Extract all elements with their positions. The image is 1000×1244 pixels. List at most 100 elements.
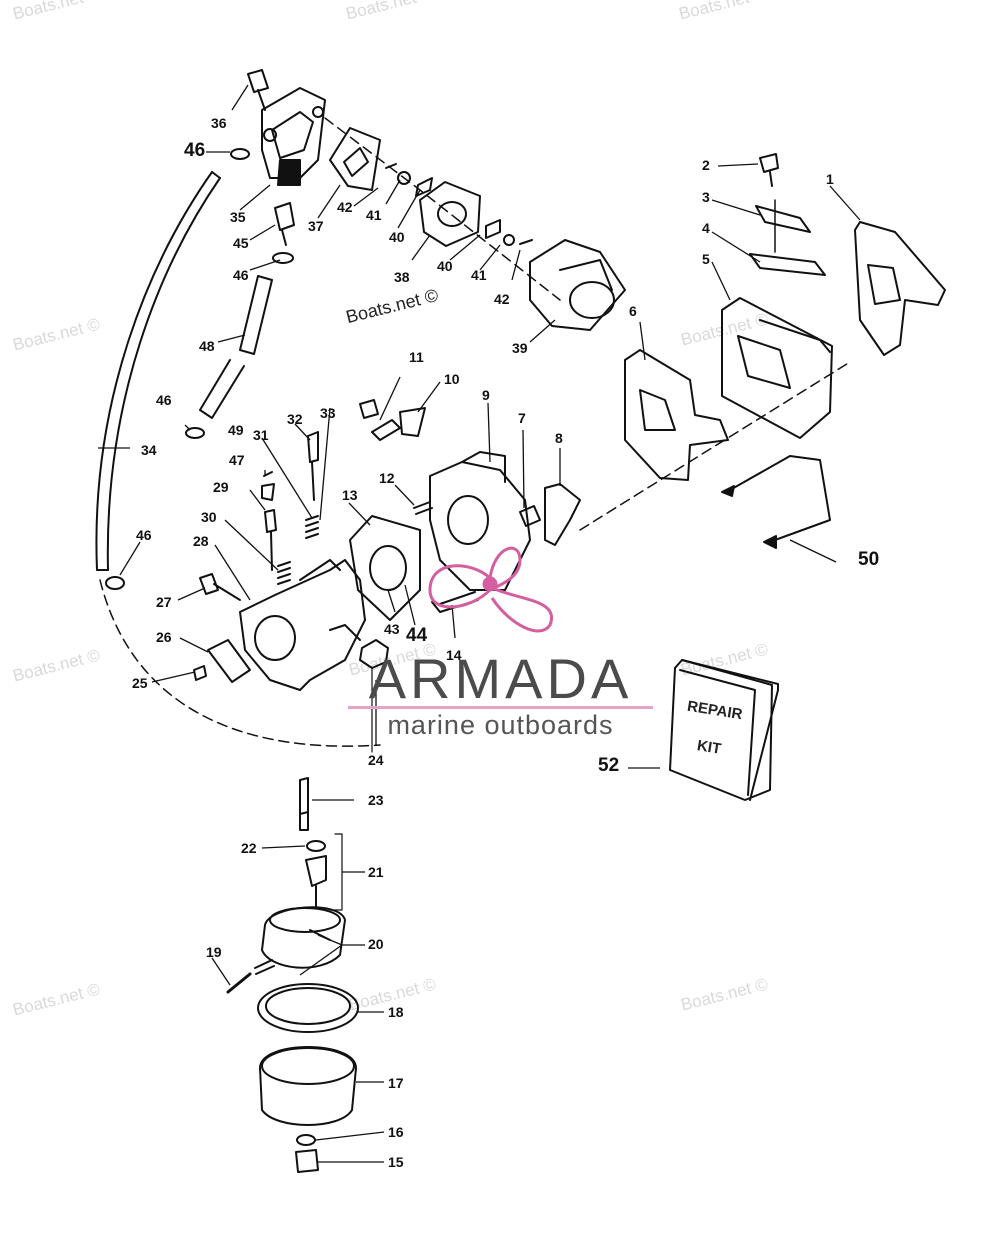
intake-manifold — [429, 461, 531, 591]
repair-kit-label: KIT — [695, 737, 723, 758]
callout-21: 21 — [368, 864, 384, 880]
callout-39: 39 — [512, 340, 528, 356]
callout-25: 25 — [132, 675, 148, 691]
diaphragm — [329, 127, 381, 191]
repair-kit-box — [669, 659, 779, 801]
callout-29: 29 — [213, 479, 229, 495]
fuel-pump-body — [261, 87, 326, 186]
callout-40b: 40 — [437, 258, 453, 274]
callout-6: 6 — [629, 303, 637, 319]
callout-30: 30 — [201, 509, 217, 525]
callout-45: 45 — [233, 235, 249, 251]
pin — [226, 972, 252, 994]
callout-28: 28 — [193, 533, 209, 549]
callout-46: 46 — [136, 527, 152, 543]
callout-24: 24 — [368, 752, 384, 768]
plate — [207, 639, 251, 683]
callout-20: 20 — [368, 936, 384, 952]
nut — [359, 639, 389, 669]
callout-42b: 42 — [494, 291, 510, 307]
callout-9: 9 — [482, 387, 490, 403]
reed-plate-gasket — [854, 221, 946, 356]
callout-17: 17 — [388, 1075, 404, 1091]
callout-32: 32 — [287, 411, 303, 427]
callout-38: 38 — [394, 269, 410, 285]
callout-46: 46 — [184, 140, 206, 161]
reed — [749, 253, 826, 276]
callout-31: 31 — [253, 427, 269, 443]
washer — [397, 171, 411, 185]
brand-tagline: marine outboards — [387, 710, 614, 740]
callout-4: 4 — [702, 220, 710, 236]
check-valve — [415, 177, 433, 197]
callout-26: 26 — [156, 629, 172, 645]
bowl-gasket — [257, 983, 359, 1033]
callout-2: 2 — [702, 157, 710, 173]
needle — [264, 509, 277, 571]
gasket — [529, 239, 626, 331]
callout-41: 41 — [366, 207, 382, 223]
callout-14: 14 — [446, 647, 462, 663]
callout-41b: 41 — [471, 267, 487, 283]
callout-35: 35 — [230, 209, 246, 225]
callout-36: 36 — [211, 115, 227, 131]
callout-44: 44 — [406, 625, 428, 646]
callout-16: 16 — [388, 1124, 404, 1140]
drain-bolt — [295, 1149, 319, 1173]
callout-49: 49 — [228, 422, 244, 438]
callout-46: 46 — [233, 267, 249, 283]
spring — [371, 419, 401, 441]
bracket — [544, 483, 581, 546]
hose-clamp — [105, 576, 125, 590]
brand-name: ARMADA — [368, 647, 633, 710]
hose-clamp — [185, 427, 205, 439]
callout-37: 37 — [308, 218, 324, 234]
screw — [759, 153, 779, 187]
callout-46: 46 — [156, 392, 172, 408]
callout-11: 11 — [409, 349, 424, 365]
needle — [307, 431, 319, 501]
link-rod — [729, 455, 831, 541]
lever — [399, 407, 426, 437]
callout-48: 48 — [199, 338, 215, 354]
armada-logo-icon — [428, 546, 554, 633]
callout-13: 13 — [342, 487, 358, 503]
callout-50: 50 — [858, 549, 880, 570]
callout-27: 27 — [156, 594, 172, 610]
callout-22: 22 — [241, 840, 257, 856]
fitting — [274, 202, 295, 246]
callout-52: 52 — [598, 755, 620, 776]
short-hose — [239, 275, 273, 355]
gasket — [349, 515, 421, 621]
hose-clamp — [230, 148, 250, 160]
reed-stop — [755, 205, 811, 233]
pump-cover — [419, 181, 481, 247]
fuel-hose — [95, 171, 213, 571]
callout-18: 18 — [388, 1004, 404, 1020]
hose-clamp — [272, 252, 294, 264]
callout-3: 3 — [702, 189, 710, 205]
float — [261, 906, 346, 969]
idle-screw — [199, 573, 241, 601]
callout-8: 8 — [555, 430, 563, 446]
callout-19: 19 — [206, 944, 222, 960]
callout-7: 7 — [518, 410, 526, 426]
callout-42: 42 — [337, 199, 353, 215]
callout-12: 12 — [379, 470, 395, 486]
callout-34: 34 — [141, 442, 157, 458]
callout-15: 15 — [388, 1154, 404, 1170]
callout-10: 10 — [444, 371, 460, 387]
bolt — [247, 69, 269, 111]
seat — [305, 855, 327, 907]
callout-33: 33 — [320, 405, 336, 421]
callout-47: 47 — [229, 452, 245, 468]
screw — [359, 399, 379, 419]
callout-5: 5 — [702, 251, 710, 267]
float-bowl — [259, 1046, 357, 1126]
main-jet — [299, 777, 309, 831]
carburetor-body — [239, 559, 366, 691]
callout-40: 40 — [389, 229, 405, 245]
callout-1: 1 — [826, 171, 834, 187]
